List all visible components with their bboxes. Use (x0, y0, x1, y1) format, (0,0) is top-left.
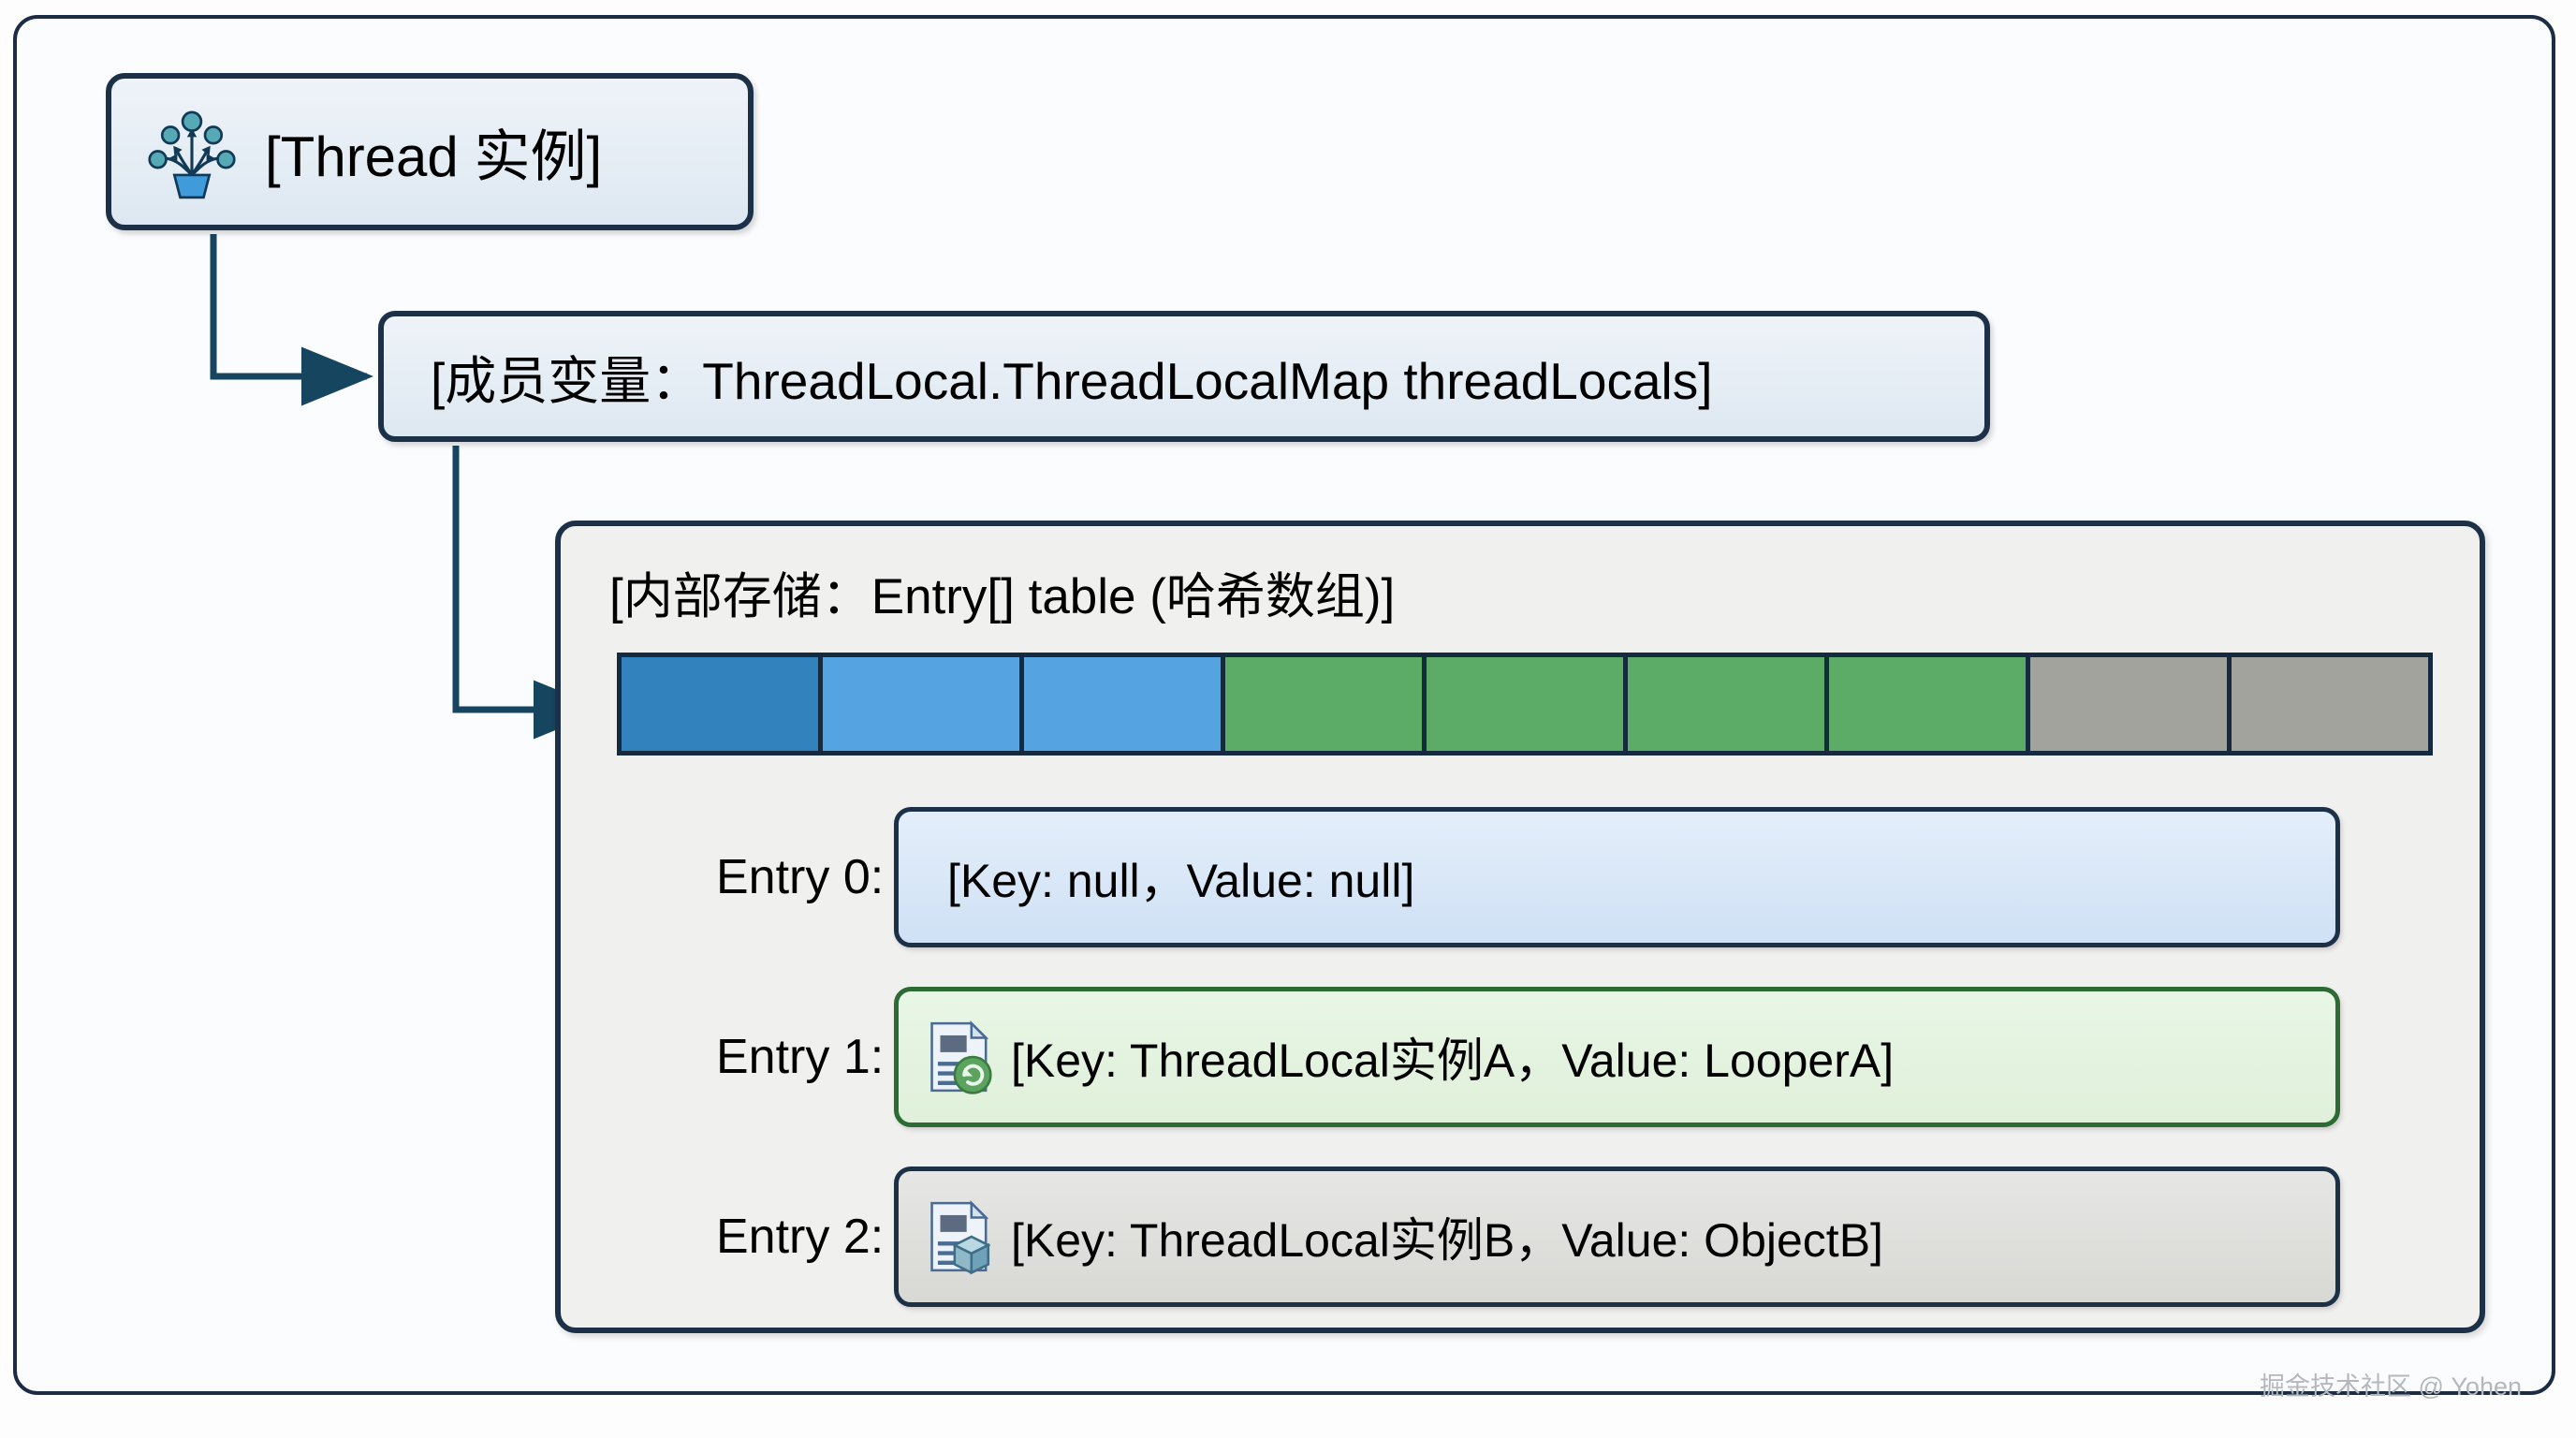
thread-instance-label: [Thread 实例] (265, 125, 603, 188)
hash-cell-7[interactable] (2030, 657, 2227, 751)
entry-1-text: [Key: ThreadLocal实例A，Value: LooperA] (1011, 1034, 1895, 1087)
document-sync-icon (921, 1019, 998, 1095)
hash-cell-8[interactable] (2232, 657, 2428, 751)
document-cube-icon (921, 1198, 998, 1275)
hash-cell-5[interactable] (1628, 657, 1824, 751)
hash-cell-2[interactable] (1024, 657, 1221, 751)
entry-row-1: Entry 1: [Key: ThreadLocal实例 (662, 987, 2340, 1127)
entry-2-box[interactable]: [Key: ThreadLocal实例B，Value: ObjectB] (894, 1167, 2340, 1307)
entry-1-box[interactable]: [Key: ThreadLocal实例A，Value: LooperA] (894, 987, 2340, 1127)
threadlocalmap-container: [内部存储：Entry[] table (哈希数组)] Entry 0: [Ke… (555, 521, 2485, 1333)
entry-row-0: Entry 0: [Key: null，Value: null] (662, 807, 2340, 947)
internal-storage-title: [内部存储：Entry[] table (哈希数组)] (609, 569, 1396, 624)
hash-cell-6[interactable] (1829, 657, 2026, 751)
member-variable-label: [成员变量：ThreadLocal.ThreadLocalMap threadL… (431, 352, 1713, 410)
thread-plant-icon (143, 103, 241, 200)
hash-cell-3[interactable] (1225, 657, 1422, 751)
entry-0-text: [Key: null，Value: null] (947, 855, 1415, 907)
hash-array[interactable] (617, 653, 2433, 756)
entry-0-box[interactable]: [Key: null，Value: null] (894, 807, 2340, 947)
entry-0-label: Entry 0: (716, 850, 885, 904)
member-variable-node[interactable]: [成员变量：ThreadLocal.ThreadLocalMap threadL… (378, 311, 1990, 442)
hash-cell-4[interactable] (1427, 657, 1623, 751)
entry-2-label: Entry 2: (716, 1210, 885, 1264)
thread-instance-node[interactable]: [Thread 实例] (106, 73, 754, 230)
watermark: 掘金技术社区 @ Yohen (2259, 1372, 2522, 1401)
hash-cell-0[interactable] (622, 657, 818, 751)
entry-1-label: Entry 1: (716, 1030, 885, 1084)
hash-cell-1[interactable] (823, 657, 1019, 751)
entry-2-text: [Key: ThreadLocal实例B，Value: ObjectB] (1011, 1214, 1883, 1267)
entry-row-2: Entry 2: (662, 1167, 2340, 1307)
